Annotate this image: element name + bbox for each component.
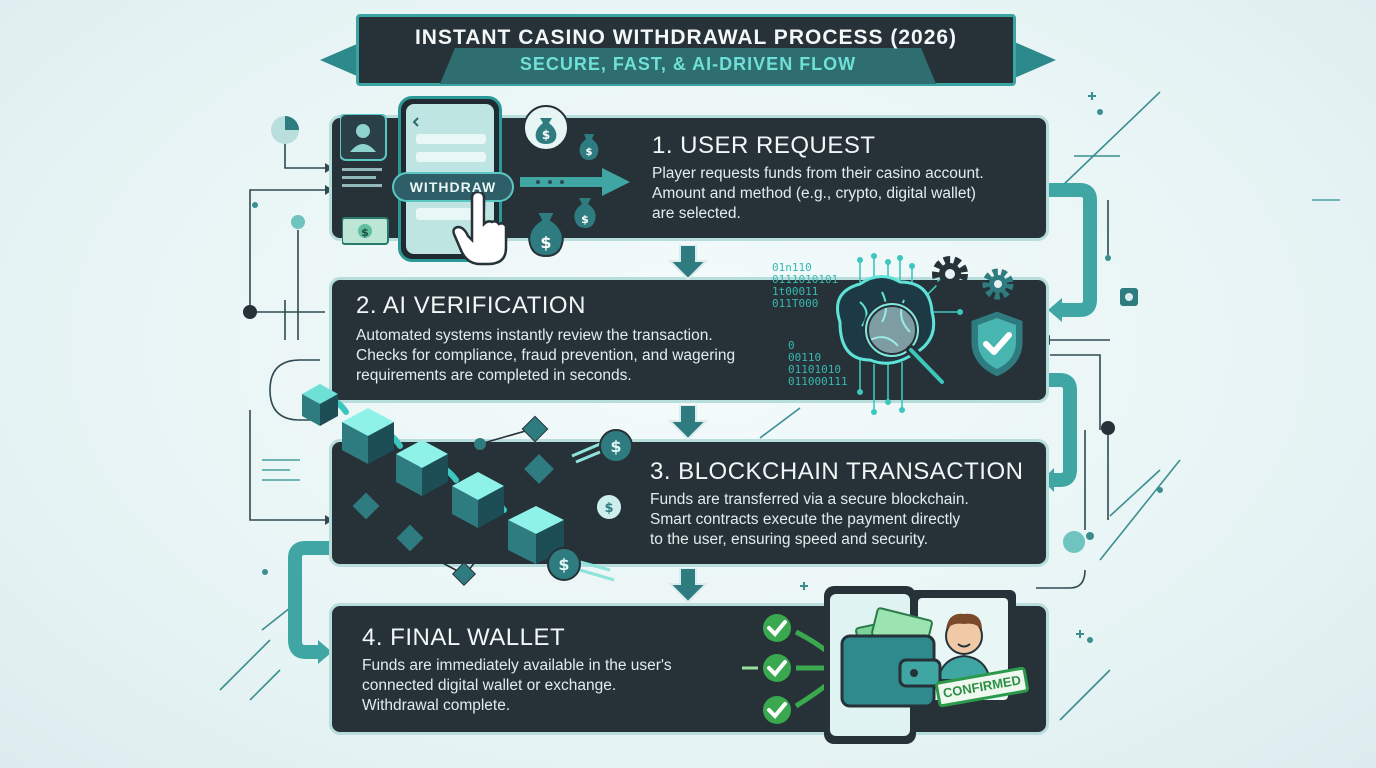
blockchain-cube-icon <box>302 384 338 426</box>
gear-icon <box>932 256 968 292</box>
svg-text:$: $ <box>610 437 621 456</box>
blockchain-illustration <box>302 384 564 587</box>
money-bag-icon: $ <box>574 198 596 228</box>
money-bag-icon: $ <box>579 134 599 160</box>
money-bag-icon: $ <box>523 105 569 151</box>
step-2-title: 2. AI VERIFICATION <box>356 292 586 319</box>
svg-text:$: $ <box>604 501 613 516</box>
page-subtitle: SECURE, FAST, & AI-DRIVEN FLOW <box>519 54 857 74</box>
down-arrow-2 <box>668 405 708 441</box>
blockchain-cube-icon <box>396 440 448 496</box>
step-4-title: 4. FINAL WALLET <box>362 624 566 651</box>
magnifier-icon <box>863 301 947 387</box>
coin-icon: $ <box>547 547 615 582</box>
binary-code-bottom: 0 00110 01101010 011000111 <box>788 339 848 388</box>
gear-icon <box>982 268 1014 300</box>
checkmark-icon <box>763 614 791 642</box>
svg-text:$: $ <box>586 147 593 158</box>
checkmark-icon <box>763 696 791 724</box>
small-gear-icon <box>1120 288 1138 306</box>
svg-text:$: $ <box>558 555 569 574</box>
ai-brain-illustration <box>836 253 963 415</box>
binary-code-top: 01n110 0111010101 1t00011 011T000 <box>772 261 839 310</box>
hand-pointer-icon <box>452 192 508 266</box>
blockchain-cube-icon <box>508 506 564 564</box>
svg-text:$: $ <box>542 128 550 142</box>
step-4-description: Funds are immediately available in the u… <box>362 657 672 714</box>
coin-icon: $ <box>571 429 633 464</box>
withdraw-flow-arrow <box>520 168 630 196</box>
banner-subtitle-band <box>440 48 936 84</box>
checkmark-icon <box>763 654 791 682</box>
pie-chart-icon <box>271 116 299 144</box>
phone-screen-content <box>412 117 486 220</box>
step-1-title: 1. USER REQUEST <box>652 132 876 159</box>
step-2-description: Automated systems instantly review the t… <box>356 327 736 384</box>
svg-text:$: $ <box>361 226 369 239</box>
svg-text:$: $ <box>540 233 551 252</box>
down-arrow-1 <box>668 245 708 281</box>
svg-text:$: $ <box>581 213 589 226</box>
shield-check-icon <box>968 308 1026 380</box>
withdraw-button[interactable]: WITHDRAW <box>392 172 514 202</box>
checkmark-list <box>742 614 830 724</box>
coin-icon: $ <box>595 493 623 521</box>
wallet-icon <box>840 607 942 708</box>
user-profile-card <box>340 114 387 187</box>
blockchain-cube-icon <box>452 472 504 528</box>
user-icon <box>350 124 376 152</box>
page-title: INSTANT CASINO WITHDRAWAL PROCESS (2026) <box>414 26 958 49</box>
cash-icon: $ <box>342 217 389 245</box>
money-bag-icon: $ <box>528 211 564 258</box>
step-3-description: Funds are transferred via a secure block… <box>650 491 969 548</box>
step-1-description: Player requests funds from their casino … <box>652 165 984 222</box>
device-with-wallet <box>824 586 1016 744</box>
blockchain-cube-icon <box>342 408 394 464</box>
down-arrow-3 <box>668 568 708 604</box>
step-3-title: 3. BLOCKCHAIN TRANSACTION <box>650 458 1024 485</box>
